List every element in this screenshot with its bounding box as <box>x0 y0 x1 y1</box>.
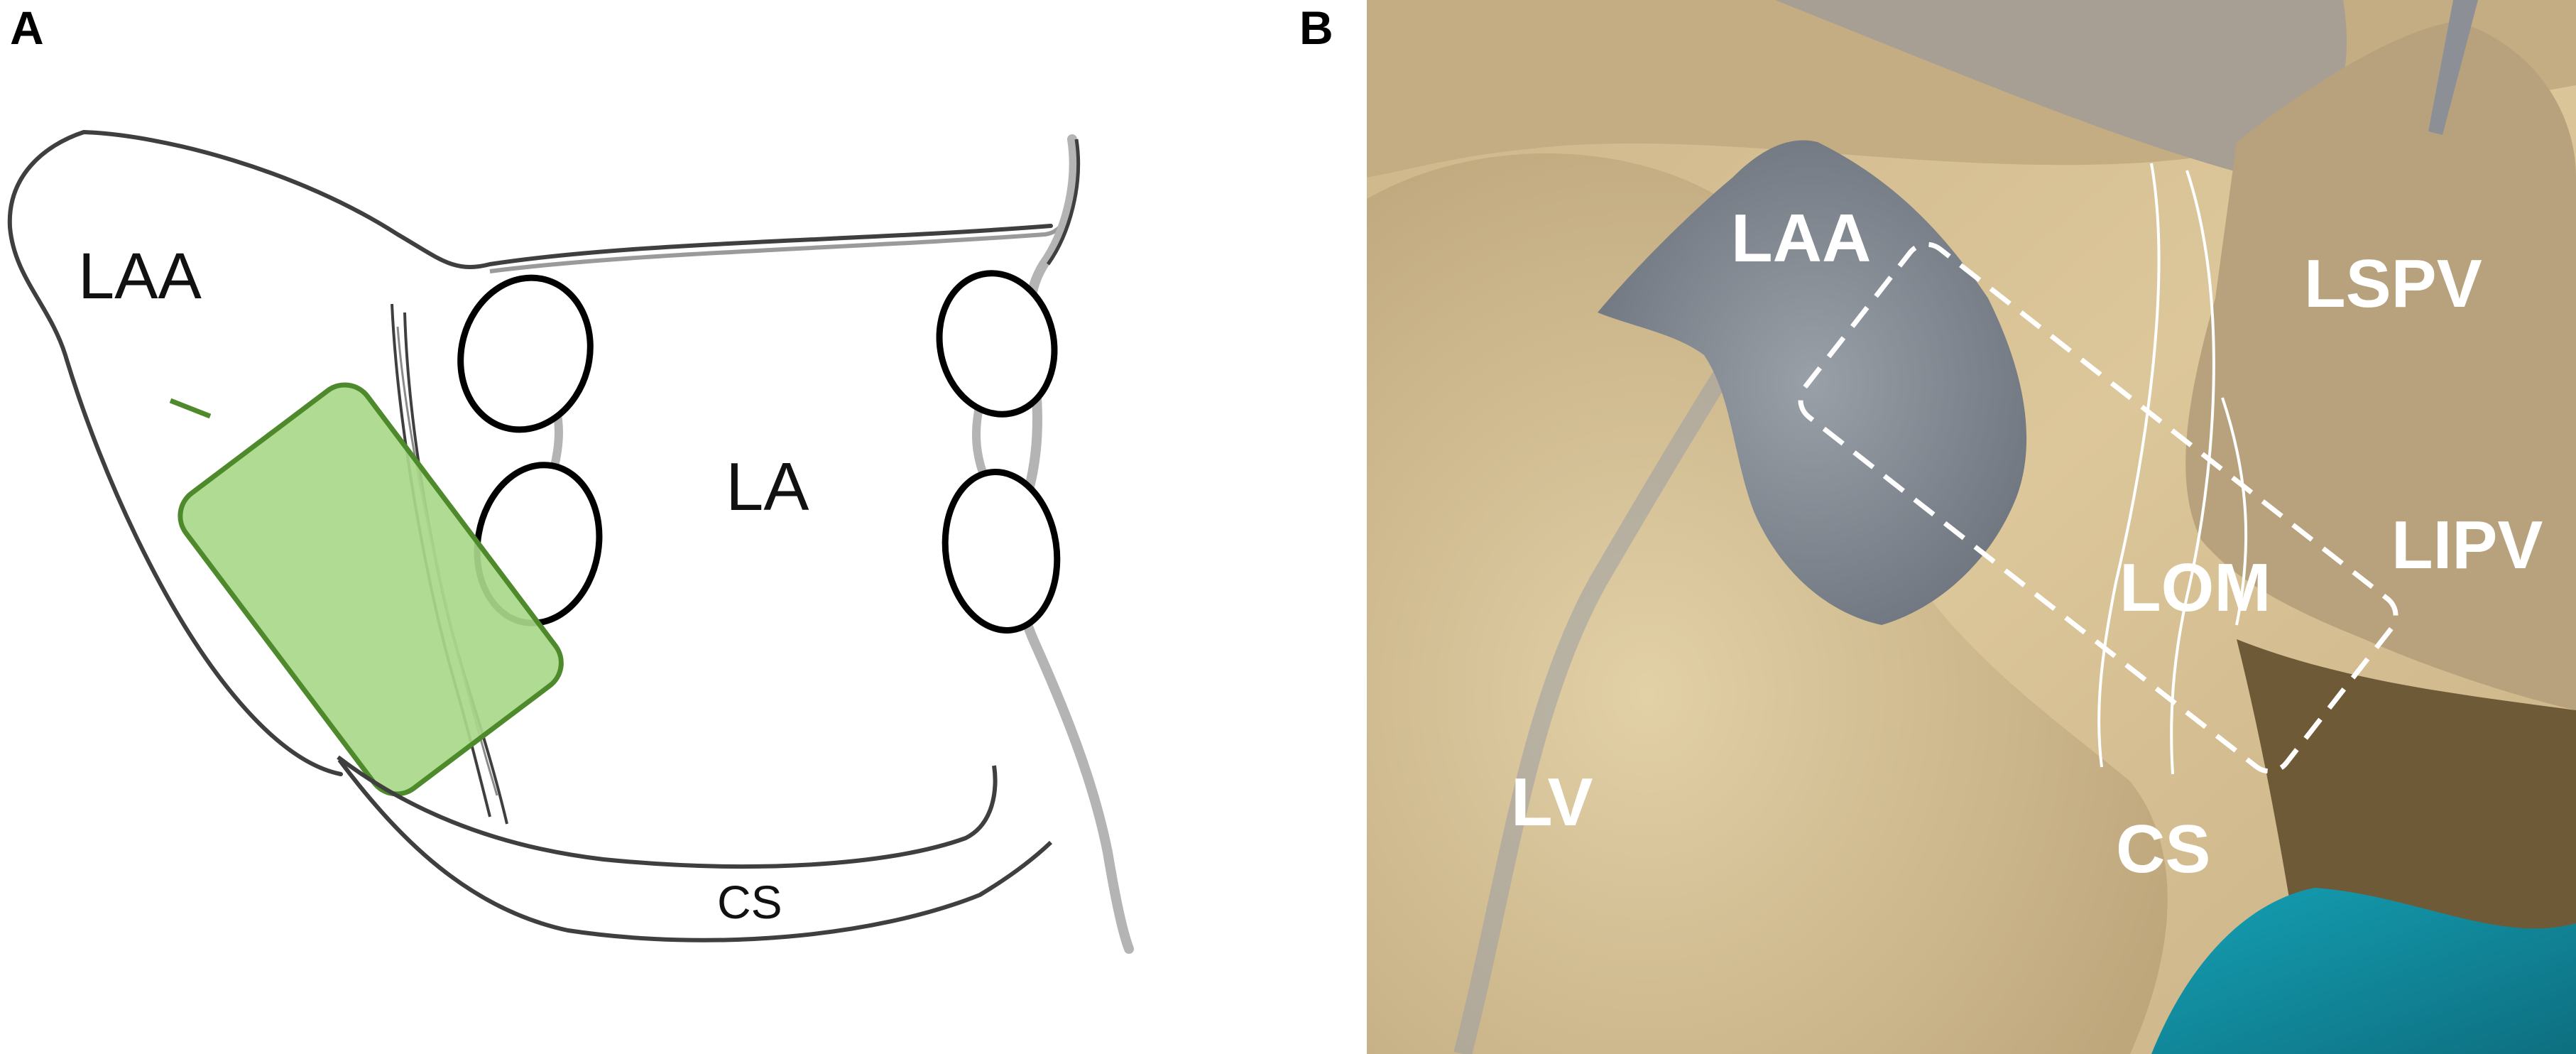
left-atrium-outline <box>7 130 1053 776</box>
surgical-drape <box>2151 888 2576 1054</box>
coronary-sinus-upper <box>337 755 998 869</box>
left-superior-vein-ostium <box>457 274 594 433</box>
left-ventricle-tissue <box>1367 153 2168 1054</box>
panel-b-photo: LAA LSPV LIPV LOM LV CS <box>1367 0 2576 1054</box>
label-lom: LOM <box>2119 550 2271 626</box>
upper-vessel <box>1775 0 2347 178</box>
right-wall-line <box>1046 138 1081 266</box>
panel-a-letter: A <box>10 1 44 54</box>
panel-b-letter: B <box>1299 1 1333 54</box>
right-inferior-vein-ostium <box>942 469 1061 634</box>
lv-vessel <box>1453 364 1734 1054</box>
label-lipv: LIPV <box>2391 507 2543 583</box>
label-lspv: LSPV <box>2304 246 2482 322</box>
occlusion-device <box>169 382 564 797</box>
lom-line-3 <box>2221 397 2248 626</box>
right-superior-vein-ostium <box>936 270 1058 418</box>
label-lv: LV <box>1511 764 1593 840</box>
lom-line-2 <box>2170 170 2215 775</box>
label-cs: CS <box>717 876 782 928</box>
label-laa: LAA <box>78 240 202 313</box>
lom-line-1 <box>2097 163 2161 768</box>
coronary-sinus-lower <box>337 759 1053 942</box>
panel-a: A LAA LA CS <box>7 1 1134 954</box>
occlusion-device-body <box>178 382 564 797</box>
label-laa-photo: LAA <box>1731 200 1871 276</box>
pulmonary-vein-tissue <box>2185 21 2576 710</box>
label-la: LA <box>726 449 809 525</box>
device-dashed-outline <box>1798 241 2398 774</box>
label-cs-photo: CS <box>2116 811 2210 887</box>
forceps-instrument <box>2428 0 2478 135</box>
